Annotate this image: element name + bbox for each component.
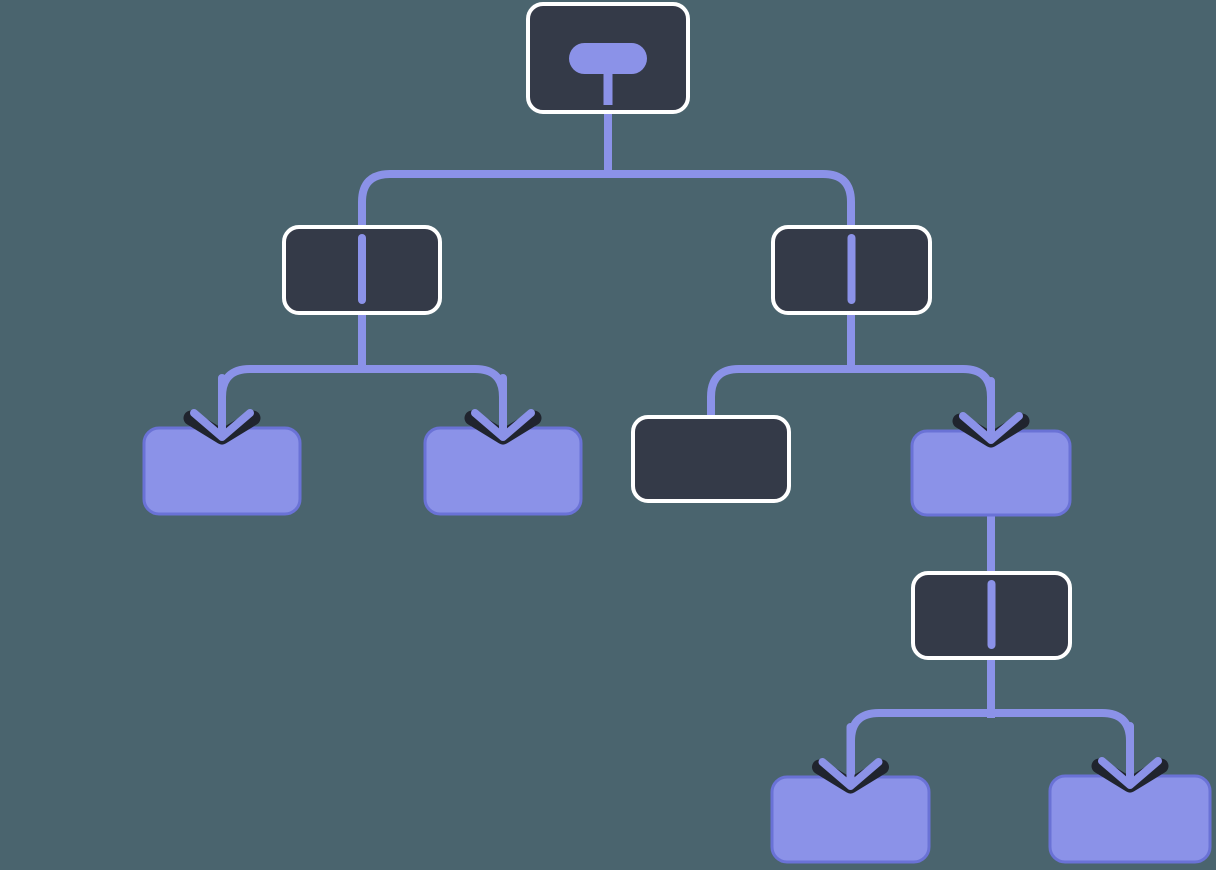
chevron-arrow-icon — [464, 374, 542, 445]
node-connector-bottom[interactable] — [911, 571, 1072, 660]
arrowhead-icon — [190, 374, 254, 441]
nodes — [142, 2, 1212, 864]
chevron-arrow-icon — [1091, 722, 1169, 793]
node-body[interactable] — [631, 415, 791, 503]
chevron-arrow-icon — [952, 377, 1030, 448]
node-connector-left[interactable] — [282, 225, 442, 315]
arrowhead-icon — [471, 374, 535, 441]
node-connector-right[interactable] — [771, 225, 932, 315]
edge-branch1-right — [608, 170, 855, 230]
pill-icon — [569, 43, 647, 74]
edge-branch1-left — [358, 170, 608, 230]
chevron-arrow-icon — [812, 723, 889, 794]
chevron-arrow-icon — [183, 374, 261, 445]
edge-branch3-left — [707, 365, 851, 420]
node-node-plain[interactable] — [631, 415, 791, 503]
arrowhead-icon — [959, 377, 1023, 444]
node-root[interactable] — [526, 2, 690, 114]
arrow-markers — [183, 374, 1169, 794]
arrowhead-icon — [1098, 722, 1162, 789]
arrowhead-icon — [818, 723, 883, 790]
